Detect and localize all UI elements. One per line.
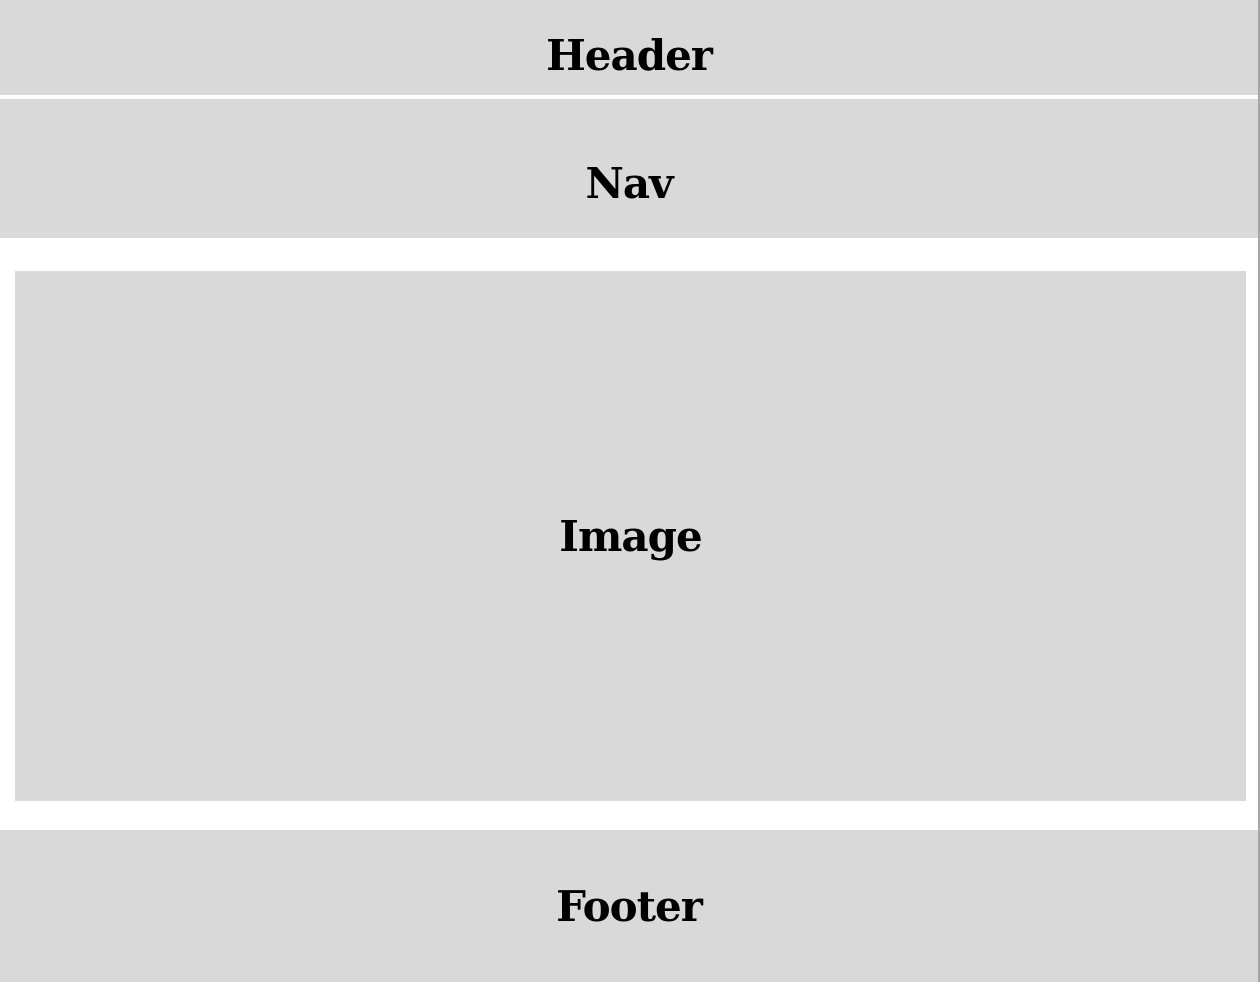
window-right-edge: [1258, 0, 1260, 982]
nav-section: Nav: [0, 99, 1258, 238]
image-placeholder: Image: [15, 271, 1246, 801]
image-label: Image: [559, 511, 702, 561]
footer-label: Footer: [556, 881, 703, 931]
header-label: Header: [546, 31, 713, 80]
header-section: Header: [0, 0, 1258, 95]
nav-label: Nav: [585, 159, 673, 208]
footer-section: Footer: [0, 830, 1258, 982]
